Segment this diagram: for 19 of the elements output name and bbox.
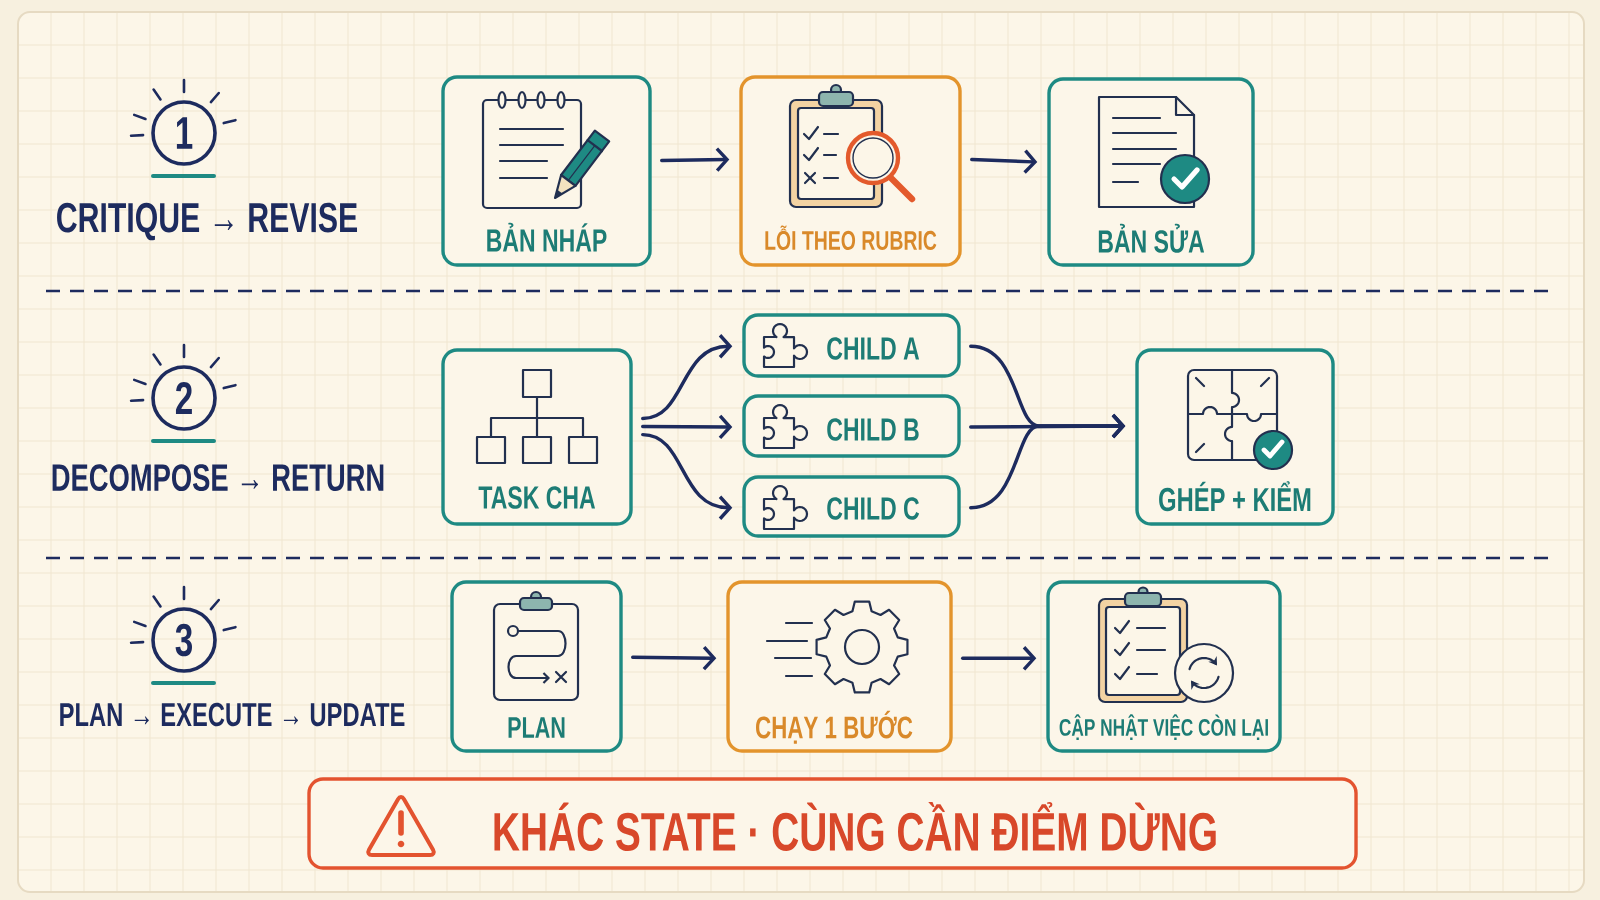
arrow — [641, 414, 733, 440]
section-heading: PLAN → EXECUTE → UPDATE — [60, 702, 405, 727]
subtask-box: CHILD C — [742, 475, 961, 538]
subtask-box: CHILD B — [742, 394, 961, 458]
section-heading: CRITIQUE → REVISE — [57, 202, 357, 241]
warning-banner: KHÁC STATE · CÙNG CẦN ĐIỂM DỪNG — [307, 777, 1358, 870]
arrow — [970, 149, 1038, 174]
step-number: 2 — [151, 365, 217, 431]
arrow — [631, 646, 717, 671]
process-box: TASK CHA — [441, 348, 633, 526]
arrow — [660, 147, 730, 172]
subtask-box: CHILD A — [742, 313, 961, 378]
arrow — [641, 334, 733, 421]
step-number: 1 — [151, 100, 217, 166]
arrow — [969, 413, 1126, 510]
step-number: 3 — [151, 607, 217, 673]
arrow — [961, 646, 1037, 671]
section-heading: DECOMPOSE → RETURN — [52, 464, 384, 492]
arrow — [641, 432, 733, 520]
